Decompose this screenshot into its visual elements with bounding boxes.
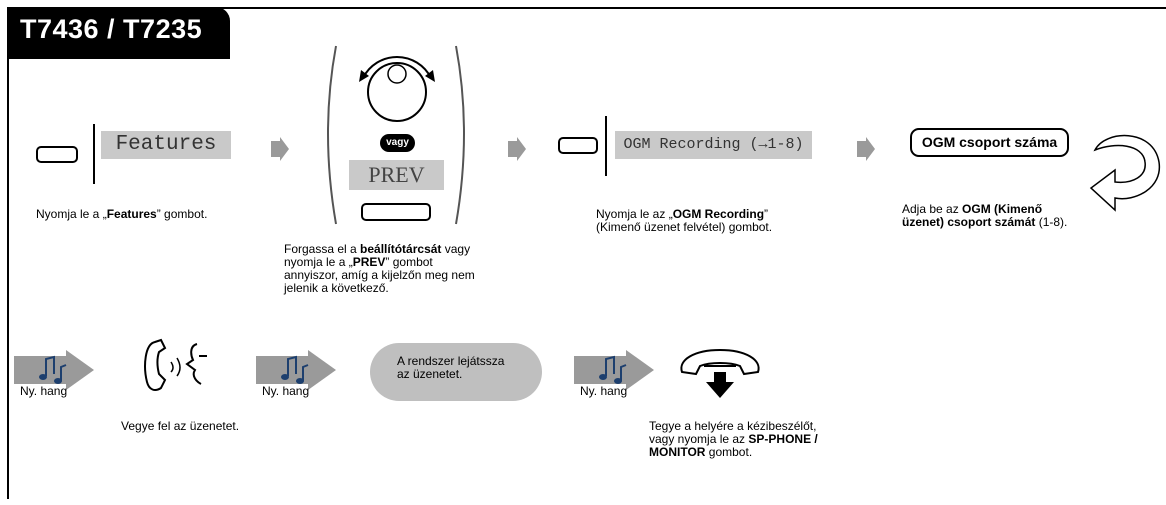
flow-arrow-icon	[271, 137, 289, 161]
prev-button[interactable]	[361, 203, 431, 221]
features-lcd: Features	[101, 131, 231, 159]
page-title: T7436 / T7235	[20, 14, 203, 44]
caption-text: (Kimenő üzenet felvétel) gombot.	[596, 220, 773, 234]
bubble-text: az üzenetet.	[397, 367, 463, 381]
caption-text: vagy	[441, 242, 471, 256]
step6-caption: A rendszer lejátssza az üzenetet.	[397, 355, 504, 381]
caption-bold: üzenet) csoport számát	[902, 215, 1036, 229]
curved-return-arrow-icon	[1085, 122, 1163, 227]
caption-text: ” gombot.	[156, 207, 208, 221]
caption-bold: Features	[106, 207, 157, 221]
step2-bracket-group	[320, 42, 472, 233]
caption-bold: SP-PHONE /	[748, 432, 818, 446]
bubble-text: A rendszer lejátssza	[397, 354, 505, 368]
caption-text: Nyomja le az „	[596, 207, 673, 221]
step5-caption: Vegye fel az üzenetet.	[121, 419, 240, 433]
tone-arrow-icon	[574, 350, 654, 395]
frame-left-line	[7, 7, 9, 499]
speaking-handset-icon	[141, 336, 221, 401]
caption-bold: OGM (Kimenő	[962, 202, 1043, 216]
caption-bold: OGM Recording	[672, 207, 765, 221]
caption-text: Adja be az	[902, 202, 963, 216]
display-edge-line	[605, 116, 607, 176]
caption-bold: beállítótárcsát	[360, 242, 442, 256]
caption-bold: PREV	[352, 255, 386, 269]
caption-text: annyiszor, amíg a kijelzőn meg nem	[284, 268, 475, 282]
prev-lcd: PREV	[349, 160, 444, 190]
step1-caption: Nyomja le a „Features” gombot.	[36, 208, 207, 221]
title-tab	[7, 7, 230, 59]
caption-text: (1-8).	[1035, 215, 1068, 229]
step7-caption: Tegye a helyére a kézibeszélőt, vagy nyo…	[649, 420, 818, 459]
tone-arrow-icon	[14, 350, 94, 395]
tone-label: Ny. hang	[20, 384, 68, 398]
system-playback-bubble	[370, 343, 542, 401]
caption-bold: MONITOR	[649, 445, 706, 459]
caption-text: Tegye a helyére a kézibeszélőt,	[649, 419, 817, 433]
bracket-icon	[327, 45, 465, 225]
soft-key-button[interactable]	[558, 137, 598, 154]
soft-key-button[interactable]	[36, 146, 78, 163]
or-badge: vagy	[380, 134, 415, 152]
caption-text: vagy nyomja le az	[649, 432, 749, 446]
step3-caption: Nyomja le az „OGM Recording” (Kimenő üze…	[596, 208, 772, 234]
caption-text: ” gombot	[385, 255, 433, 269]
ogm-group-number-box[interactable]: OGM csoport száma	[910, 128, 1069, 157]
caption-text: jelenik a következő.	[284, 281, 389, 295]
jog-dial-icon[interactable]	[353, 48, 441, 135]
caption-text: Forgassa el a	[284, 242, 361, 256]
frame-top-line	[7, 7, 1166, 9]
flow-arrow-icon	[508, 137, 526, 161]
caption-text: nyomja le a „	[284, 255, 353, 269]
caption-text: gombot.	[705, 445, 753, 459]
tone-label: Ny. hang	[262, 384, 310, 398]
tone-label: Ny. hang	[580, 384, 628, 398]
hang-up-handset-icon	[674, 344, 766, 405]
ogm-recording-lcd: OGM Recording (→1-8)	[615, 131, 812, 159]
step2-caption: Forgassa el a beállítótárcsát vagy nyomj…	[284, 243, 475, 295]
caption-text: ”	[764, 207, 769, 221]
display-edge-line	[93, 124, 95, 184]
caption-text: Nyomja le a „	[36, 207, 107, 221]
flow-arrow-icon	[857, 137, 875, 161]
step4-caption: Adja be az OGM (Kimenő üzenet) csoport s…	[902, 203, 1067, 229]
tone-arrow-icon	[256, 350, 336, 395]
